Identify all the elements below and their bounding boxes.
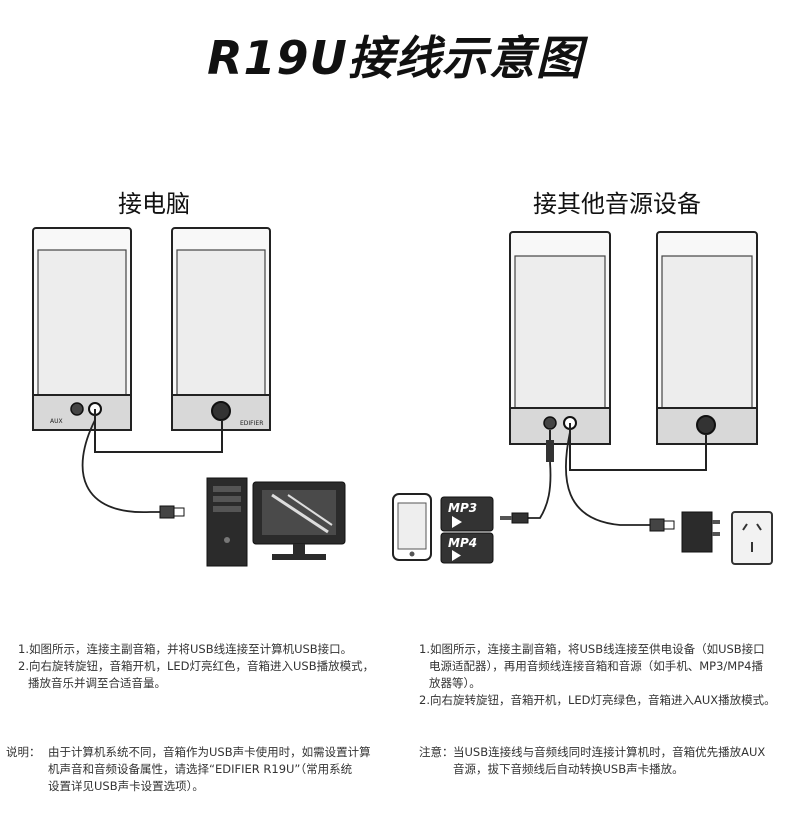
phone-icon bbox=[392, 493, 432, 561]
remark-line: 由于计算机系统不同，音箱作为USB声卡使用时，如需设置计算 bbox=[48, 745, 371, 759]
remark-label: 注意： bbox=[419, 745, 454, 759]
instruction-line: 1.如图所示，连接主副音箱，并将USB线连接至计算机USB接口。 bbox=[18, 642, 353, 656]
mp4-label: MP4 bbox=[448, 536, 477, 550]
remark-label: 说明： bbox=[6, 745, 41, 759]
left-section-heading: 接电脑 bbox=[118, 190, 190, 218]
left-instructions: 1.如图所示，连接主副音箱，并将USB线连接至计算机USB接口。 2.向右旋转旋… bbox=[18, 641, 378, 692]
monitor-icon bbox=[252, 481, 346, 560]
instruction-line: 2.向右旋转旋钮，音箱开机，LED灯亮红色，音箱进入USB播放模式， bbox=[18, 659, 375, 673]
right-instructions: 1.如图所示，连接主副音箱，将USB线连接至供电设备（如USB接口 电源适配器）… bbox=[419, 641, 784, 709]
remark-line: 音源，拔下音频线后自动转换USB声卡播放。 bbox=[453, 762, 684, 776]
instruction-line: 1.如图所示，连接主副音箱，将USB线连接至供电设备（如USB接口 bbox=[419, 642, 765, 656]
audio-jack-icon bbox=[500, 512, 529, 524]
page-title: R19U接线示意图 bbox=[207, 31, 583, 85]
remark-line: 机声音和音频设备属性，请选择“EDIFIER R19U”（常用系统 bbox=[48, 762, 353, 776]
usb-plug-icon bbox=[649, 518, 675, 532]
mp3-player-icon: MP3 bbox=[440, 496, 494, 532]
volume-knob-icon bbox=[211, 401, 231, 421]
svg-text:AUX: AUX bbox=[50, 418, 63, 425]
speaker-icon: EDIFIER bbox=[171, 227, 271, 431]
instruction-line: 2.向右旋转旋钮，音箱开机，LED灯亮绿色，音箱进入AUX播放模式。 bbox=[419, 693, 776, 707]
remark-line: 当USB连接线与音频线同时连接计算机时，音箱优先播放AUX bbox=[453, 745, 766, 759]
instruction-line: 播放音乐并调至合适音量。 bbox=[28, 676, 166, 690]
computer-tower-icon bbox=[206, 477, 248, 567]
instruction-line: 电源适配器），再用音频线连接音箱和音源（如手机、MP3/MP4播 bbox=[429, 659, 763, 673]
wall-socket-icon bbox=[731, 511, 773, 565]
mp4-player-icon: MP4 bbox=[440, 532, 494, 564]
speaker-icon bbox=[656, 231, 758, 445]
remark-line: 设置详见USB声卡设置选项）。 bbox=[48, 779, 204, 793]
power-adapter-icon bbox=[681, 511, 720, 553]
right-remark: 注意： 当USB连接线与音频线同时连接计算机时，音箱优先播放AUX 音源，拔下音… bbox=[419, 744, 784, 784]
speaker-icon: AUX bbox=[32, 227, 132, 431]
wiring-diagram: AUX EDIFIER bbox=[32, 227, 773, 567]
left-remark: 说明： 由于计算机系统不同，音箱作为USB声卡使用时，如需设置计算 机声音和音频… bbox=[6, 744, 386, 799]
volume-knob-icon bbox=[696, 415, 716, 435]
svg-text:EDIFIER: EDIFIER bbox=[240, 420, 263, 427]
mp3-label: MP3 bbox=[448, 501, 477, 515]
usb-plug-icon bbox=[159, 505, 185, 519]
instruction-line: 放器等）。 bbox=[429, 676, 481, 690]
speaker-icon bbox=[509, 231, 611, 445]
right-section-heading: 接其他音源设备 bbox=[533, 190, 701, 218]
